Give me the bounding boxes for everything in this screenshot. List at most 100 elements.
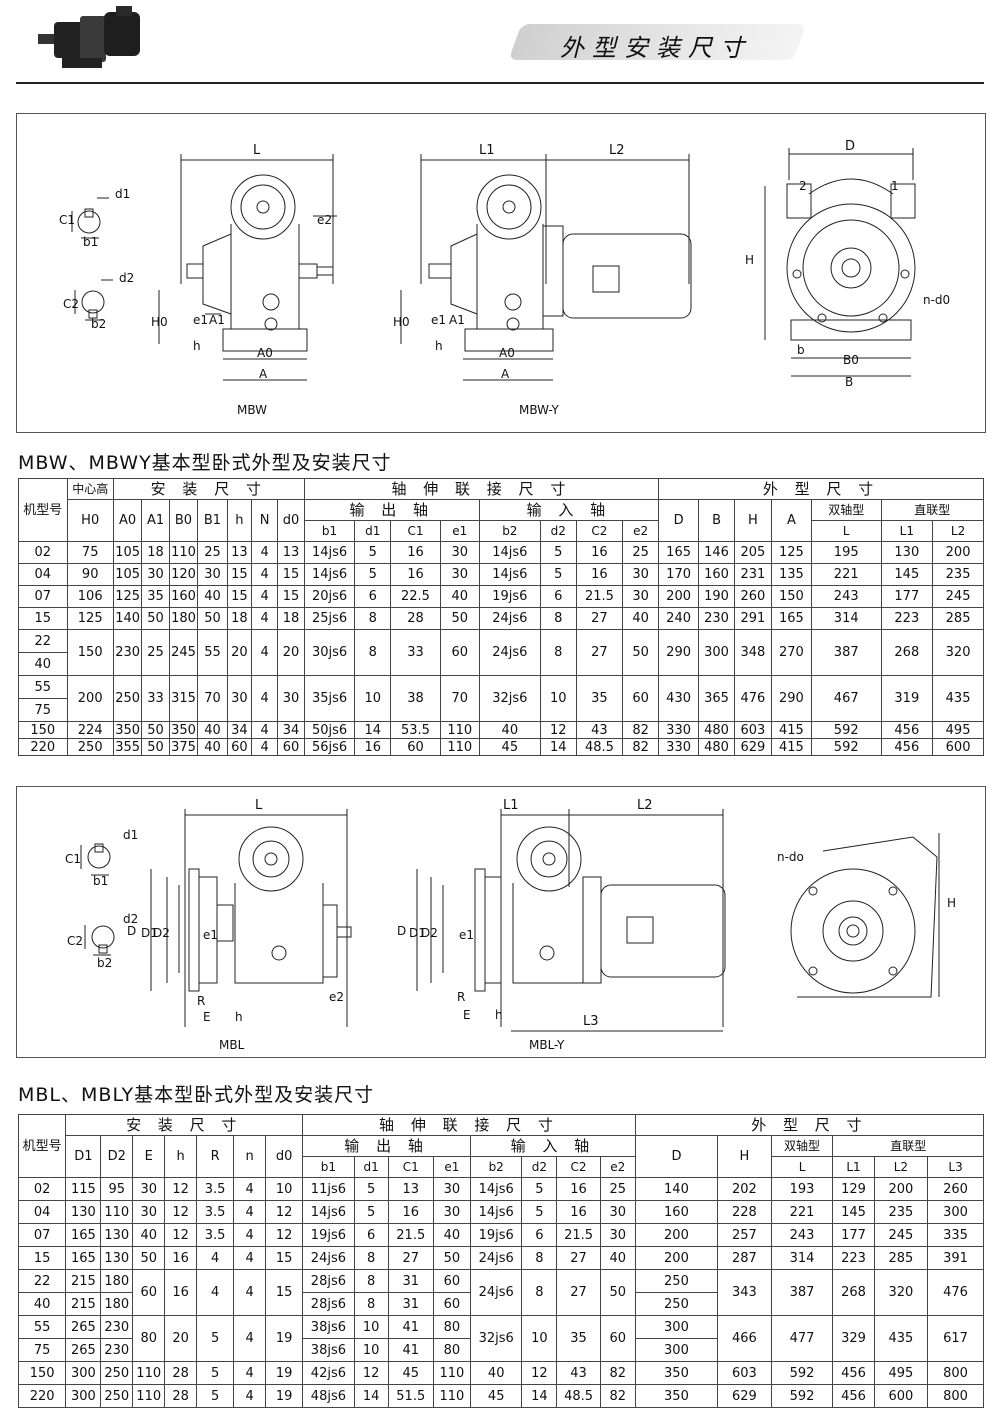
table-cell: 387 [810,629,882,676]
table-cell: 165 [65,1223,102,1247]
table-cell: 6 [353,1223,389,1247]
table-cell: 14 [521,1384,558,1408]
header-zhoushen: 轴 伸 联 接 尺 寸 [303,478,660,500]
table-cell: 12 [164,1200,198,1224]
table-cell: 221 [810,563,882,586]
svg-text:H0: H0 [393,315,410,329]
table-cell: 50 [432,1246,471,1270]
table-cell: 5 [521,1200,558,1224]
table-cell: 329 [832,1315,875,1362]
col-header: B1 [197,499,228,542]
col-header: R [196,1135,235,1178]
table-cell: 30 [432,1200,471,1224]
table-cell: 177 [832,1223,875,1247]
table-cell: 135 [770,563,812,586]
svg-text:D2: D2 [421,926,438,940]
table-cell: 15 [265,1269,304,1316]
table-cell: 20js6 [303,585,356,608]
mbl-drawing [150,809,352,1027]
table-cell: 19 [265,1315,304,1362]
svg-text:C2: C2 [63,297,79,311]
svg-text:D: D [127,924,136,938]
table-cell: 20 [226,629,252,676]
col-header: e2 [599,1156,636,1178]
table-cell: 8 [354,629,392,676]
model-cell: 02 [17,1177,67,1201]
table-cell: 19 [265,1384,304,1408]
table-cell: 231 [733,563,772,586]
table-cell: 250 [100,1361,134,1385]
col-header: A [770,499,812,542]
table-cell: 16 [354,738,392,756]
table-cell: 28 [390,607,441,630]
header-zhoushen: 轴 伸 联 接 尺 寸 [302,1114,636,1136]
table-cell: 38js6 [302,1315,355,1339]
header-divider [16,82,984,84]
model-cell: 55 [17,1315,67,1339]
svg-text:L1: L1 [479,143,495,158]
table-cell: 41 [387,1315,434,1339]
table-cell: 110 [168,541,199,564]
model-cell: 15 [18,607,68,630]
table-cell: 13 [226,541,252,564]
table-cell: 145 [880,563,934,586]
col-header: B [698,499,735,542]
header-zhilian: 直联型 [832,1135,984,1157]
table-cell: 8 [539,629,577,676]
table-cell: 300 [698,629,735,676]
table-cell: 130 [100,1223,134,1247]
col-header: C2 [575,520,624,542]
svg-text:h: h [495,1008,503,1022]
table-cell: 30 [197,563,228,586]
table-cell: 180 [100,1292,134,1316]
table-cell: 75 [66,541,114,564]
table-cell: 16 [390,563,441,586]
side-view-drawing [764,148,916,377]
table-cell: 415 [770,738,812,756]
col-header: e1 [439,520,480,542]
svg-text:R: R [197,994,205,1008]
table-cell: 28js6 [302,1292,355,1316]
table-cell: 235 [932,563,984,586]
table-cell: 43 [556,1361,601,1385]
table-cell: 24js6 [469,1269,523,1316]
table-cell: 110 [100,1200,134,1224]
table-cell: 250 [112,675,143,722]
table-cell: 27 [575,629,624,676]
svg-text:H: H [947,896,956,910]
table-cell: 30 [622,563,660,586]
header-shuangzhou: 双轴型 [770,1135,834,1157]
table-cell: 250 [100,1384,134,1408]
table-cell: 202 [717,1177,772,1201]
table-cell: 10 [353,1315,389,1339]
table-cell: 146 [698,541,735,564]
table-cell: 40 [132,1223,166,1247]
table-cell: 224 [66,721,114,739]
table-cell: 365 [698,675,735,722]
svg-text:C1: C1 [59,213,75,227]
table-cell: 5 [196,1315,235,1362]
table-cell: 115 [65,1177,102,1201]
table-cell: 14js6 [303,541,356,564]
table-cell: 8 [353,1246,389,1270]
table-cell: 50 [141,607,170,630]
table-cell: 287 [717,1246,772,1270]
table-cell: 30js6 [303,629,356,676]
table-cell: 466 [717,1315,772,1362]
keyway-detail-1 [71,197,109,239]
table-cell: 5 [196,1361,235,1385]
table-cell: 60 [599,1315,636,1362]
table-cell: 60 [277,738,305,756]
table-cell: 19 [265,1361,304,1385]
table-cell: 12 [164,1223,198,1247]
table-cell: 5 [521,1177,558,1201]
table-cell: 50 [622,629,660,676]
table-cell: 205 [733,541,772,564]
table-cell: 80 [432,1315,471,1339]
